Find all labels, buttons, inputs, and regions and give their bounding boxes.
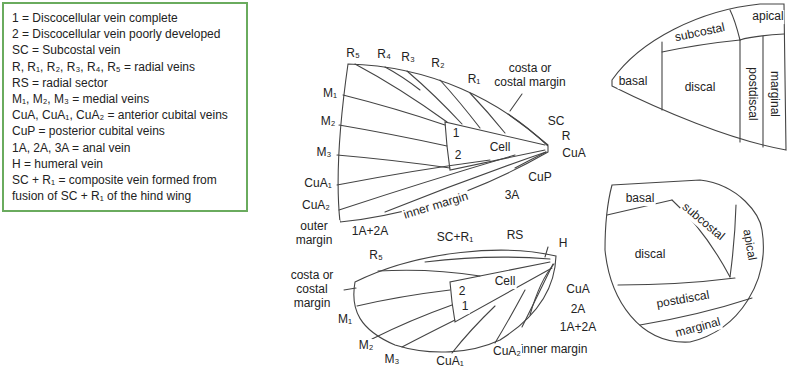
vein-label: CuA₂ (492, 345, 522, 359)
vein-label: 1A+2A (351, 225, 389, 239)
legend-box: 1 = Discocellular vein complete2 = Disco… (2, 2, 248, 212)
legend-entry: H = humeral vein (12, 156, 238, 172)
region-label: discal (684, 81, 717, 95)
leader-line (510, 94, 522, 111)
vein-label: R₁ (467, 73, 482, 87)
legend-entry: CuA, CuA₁, CuA₂ = anterior cubital veins (12, 107, 238, 123)
leader-line (344, 288, 356, 290)
legend-entry: SC + R₁ = composite vein formed from fus… (12, 172, 238, 204)
region-divider (730, 10, 740, 40)
region-divider (739, 40, 740, 142)
region-label: marginal (673, 315, 723, 341)
vein-label: Cell (494, 275, 517, 289)
vein (545, 247, 548, 257)
vein-label: CuA (561, 147, 586, 161)
vein (515, 152, 546, 168)
vein (372, 305, 452, 339)
vein (337, 160, 490, 185)
region-label: apical (739, 227, 758, 262)
legend-entry: RS = radial sector (12, 75, 238, 91)
vein-label: costa or costal margin (493, 62, 567, 90)
vein-label: 2 (454, 149, 463, 163)
region-label: discal (634, 248, 667, 262)
vein (378, 270, 480, 276)
region-divider (730, 205, 736, 277)
vein (402, 320, 455, 347)
region-label: marginal (767, 70, 781, 118)
legend-entry: 1A, 2A, 3A = anal vein (12, 140, 238, 156)
vein-label: CuA₂ (301, 199, 331, 213)
vein-label: M₂ (358, 339, 375, 353)
vein (495, 290, 525, 343)
vein (339, 125, 447, 146)
forewing-cell (445, 122, 545, 170)
vein (522, 264, 553, 327)
vein-label: R₃ (400, 51, 416, 65)
vein (385, 67, 420, 90)
vein-label: R₂ (430, 57, 445, 71)
region-divider (618, 278, 735, 285)
vein-label: M₂ (320, 115, 337, 129)
legend-entry: R, R₁, R₂, R₃, R₄, R₅ = radial veins (12, 59, 238, 75)
vein-label: costa or costal margin (283, 269, 341, 310)
region-divider (762, 36, 763, 147)
vein-label: SC (547, 115, 566, 129)
vein-label: inner margin (401, 189, 471, 222)
vein-label: CuA₁ (303, 177, 332, 191)
vein-label: R₅ (345, 47, 361, 61)
vein-label: 2A (570, 303, 587, 317)
hindwing-cell (450, 262, 552, 322)
vein (508, 114, 548, 145)
vein (337, 155, 450, 168)
vein-label: CuA (565, 283, 590, 297)
vein-label: M₁ (322, 87, 338, 101)
legend-entry: 2 = Discocellular vein poorly developed (12, 26, 238, 42)
forewing-region-outline (612, 4, 786, 150)
vein (355, 64, 447, 122)
legend-entry: M₁, M₂, M₃ = medial veins (12, 91, 238, 107)
vein-label: M₁ (337, 313, 353, 327)
vein-label: M₃ (316, 146, 333, 160)
vein (425, 257, 550, 262)
legend-entry: CuP = posterior cubital veins (12, 123, 238, 139)
vein-label: CuP (527, 171, 552, 185)
region-label: basal (618, 75, 649, 89)
vein-label: M₃ (384, 353, 401, 367)
hindwing-outline (354, 250, 556, 352)
vein (470, 93, 505, 133)
vein (530, 264, 554, 315)
region-label: postdiscal (745, 66, 759, 121)
legend-entry: SC = Subcostal vein (12, 42, 238, 58)
region-label: subcostal (678, 200, 727, 244)
region-label: apical (751, 10, 784, 24)
region-divider (672, 200, 730, 277)
vein-label: 1 (461, 300, 470, 314)
vein-label: outer margin (288, 220, 340, 248)
vein (452, 306, 495, 353)
vein-label: R (561, 130, 572, 144)
region-label: postdiscal (655, 288, 712, 311)
vein (343, 95, 445, 125)
vein-label: R₅ (368, 249, 384, 263)
vein-label: 1 (452, 127, 461, 141)
vein (357, 290, 450, 306)
vein-label: R₄ (376, 48, 392, 62)
region-divider (662, 40, 740, 52)
region-divider (740, 34, 784, 40)
vein-label: H (558, 237, 569, 251)
hindwing-region-outline (605, 180, 763, 342)
vein-label: 2 (458, 285, 467, 299)
region-label: basal (625, 192, 656, 206)
vein-label: SC+R₁ (436, 231, 474, 245)
region-label: subcostal (673, 21, 727, 45)
vein-label: Cell (489, 141, 512, 155)
vein-label: inner margin (520, 343, 589, 357)
vein-label: CuA₁ (435, 355, 464, 369)
legend-entry: 1 = Discocellular vein complete (12, 10, 238, 26)
vein (407, 71, 462, 124)
vein-label: RS (506, 229, 525, 243)
vein-label: 3A (504, 189, 521, 203)
vein-label: 1A+2A (559, 321, 597, 335)
